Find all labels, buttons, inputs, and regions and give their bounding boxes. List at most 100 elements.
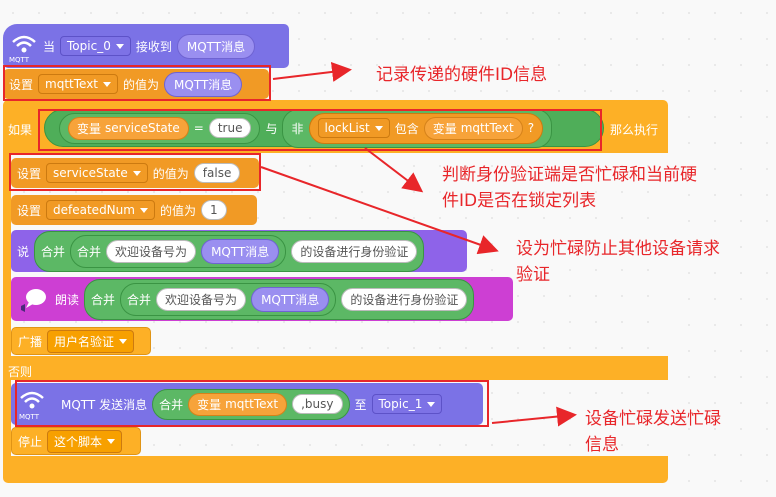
verify-input[interactable]: 的设备进行身份验证 [341, 287, 468, 311]
topic-dropdown[interactable]: Topic_0 [60, 36, 131, 56]
if-label: 如果 [8, 123, 33, 137]
mqtt-hat-block[interactable]: MQTT 当 Topic_0 接收到 MQTT消息 [3, 24, 289, 68]
not-operator[interactable]: 非 lockList 包含 变量 mqttText ? [282, 108, 553, 148]
variable-label: 变量 [197, 397, 222, 412]
broadcast-block[interactable]: 广播 用户名验证 [11, 327, 151, 355]
variable-name: defeatedNum [53, 203, 135, 217]
annotation-note-2: 判断身份验证端是否忙碌和当前硬 件ID是否在锁定列表 [442, 162, 697, 214]
mqtt-message-reporter[interactable]: MQTT消息 [164, 71, 243, 97]
not-label: 非 [291, 121, 304, 136]
topic-value: Topic_1 [378, 397, 423, 411]
contains-label: 包含 [394, 121, 419, 136]
say-block[interactable]: 说 合并 合并 欢迎设备号为 MQTT消息 的设备进行身份验证 [11, 230, 467, 272]
equals-operator[interactable]: 变量 serviceState = true [59, 112, 261, 144]
variable-name: mqttText [45, 77, 99, 91]
mqtt-message-reporter[interactable]: MQTT消息 [251, 286, 330, 312]
and-label: 与 [265, 121, 278, 136]
variable-dropdown[interactable]: mqttText [38, 74, 119, 94]
verify-input[interactable]: 的设备进行身份验证 [291, 239, 418, 263]
message-value: 用户名验证 [54, 334, 115, 349]
join-label: 合并 [41, 244, 66, 259]
question-mark: ? [527, 121, 535, 135]
broadcast-label: 广播 [18, 334, 43, 349]
set-mqtttext-block[interactable]: 设置 mqttText 的值为 MQTT消息 [3, 69, 269, 99]
say-label: 说 [17, 244, 30, 259]
annotation-note-1: 记录传递的硬件ID信息 [376, 62, 547, 88]
join-label: 合并 [127, 292, 152, 307]
highlight-box-set-mqtttext [3, 65, 271, 101]
join-operator[interactable]: 合并 合并 欢迎设备号为 MQTT消息 的设备进行身份验证 [84, 278, 475, 320]
annotation-text: 验证 [516, 265, 550, 285]
speech-icon [19, 286, 49, 314]
variable-name: serviceState [105, 121, 180, 135]
annotation-text: 记录传递的硬件ID信息 [376, 65, 548, 85]
wifi-icon [17, 387, 47, 415]
set-servicestate-block[interactable]: 设置 serviceState 的值为 false [11, 158, 259, 188]
topic-dropdown[interactable]: Topic_1 [371, 394, 443, 414]
list-dropdown[interactable]: lockList [317, 118, 390, 138]
read-label: 朗读 [55, 292, 80, 307]
value-input[interactable]: false [193, 163, 241, 183]
chevron-down-icon [115, 43, 124, 49]
wifi-icon [9, 30, 39, 60]
annotation-text: 信息 [585, 435, 619, 455]
chevron-down-icon [374, 125, 383, 131]
arrow-3 [260, 166, 499, 255]
welcome-input[interactable]: 欢迎设备号为 [156, 287, 247, 311]
then-label: 那么执行 [610, 123, 659, 137]
service-state-reporter[interactable]: 变量 serviceState [68, 116, 189, 140]
variable-dropdown[interactable]: serviceState [46, 163, 148, 183]
mqtt-message-reporter[interactable]: MQTT消息 [201, 238, 280, 264]
annotation-text: 设为忙碌防止其他设备请求 [516, 239, 720, 259]
stop-label: 停止 [18, 434, 43, 449]
variable-name: mqttText [460, 121, 514, 135]
to-label: 至 [354, 397, 367, 412]
annotation-note-4: 设备忙碌发送忙碌 信息 [585, 406, 721, 458]
value-input[interactable]: 1 [200, 200, 227, 220]
welcome-input[interactable]: 欢迎设备号为 [106, 239, 197, 263]
set-label: 设置 [17, 203, 42, 218]
busy-input[interactable]: ,busy [292, 394, 343, 414]
value-is-label: 的值为 [152, 166, 189, 181]
join-label: 合并 [159, 397, 184, 412]
mqtttext-reporter[interactable]: 变量 mqttText [423, 116, 523, 140]
join-label: 合并 [91, 292, 116, 307]
mqtttext-reporter[interactable]: 变量 mqttText [188, 392, 288, 416]
chevron-down-icon [107, 438, 116, 444]
join-operator-inner[interactable]: 合并 欢迎设备号为 MQTT消息 [120, 282, 337, 316]
true-input[interactable]: true [208, 118, 252, 138]
join-operator[interactable]: 合并 合并 欢迎设备号为 MQTT消息 的设备进行身份验证 [34, 230, 425, 272]
value-is-label: 的值为 [123, 77, 160, 92]
variable-label: 变量 [432, 121, 457, 136]
annotation-note-3: 设为忙碌防止其他设备请求 验证 [516, 236, 720, 288]
list-contains-operator[interactable]: lockList 包含 变量 mqttText ? [308, 112, 544, 144]
join-label: 合并 [77, 244, 102, 259]
equals-sign: = [193, 121, 204, 135]
annotation-text: 设备忙碌发送忙碌 [585, 409, 721, 429]
arrow-4 [491, 406, 577, 427]
stop-block[interactable]: 停止 这个脚本 [11, 427, 141, 455]
else-label: 否则 [8, 365, 33, 379]
highlight-box-condition [38, 109, 602, 151]
mqtt-message-reporter[interactable]: MQTT消息 [176, 33, 256, 59]
annotation-text: 件ID是否在锁定列表 [442, 191, 597, 211]
variable-dropdown[interactable]: defeatedNum [46, 200, 155, 220]
set-label: 设置 [17, 166, 42, 181]
join-operator-inner[interactable]: 合并 欢迎设备号为 MQTT消息 [70, 234, 287, 268]
message-dropdown[interactable]: 用户名验证 [47, 329, 135, 353]
variable-name: serviceState [53, 166, 128, 180]
send-label: MQTT 发送消息 [61, 397, 148, 412]
arrow-2 [364, 147, 424, 193]
highlight-box-mqtt-send [15, 380, 489, 427]
mqtt-send-block[interactable]: MQTT MQTT 发送消息 合并 变量 mqttText ,busy 至 To… [11, 383, 483, 425]
variable-label: 变量 [77, 121, 102, 136]
join-operator[interactable]: 合并 变量 mqttText ,busy [152, 388, 350, 420]
stop-dropdown[interactable]: 这个脚本 [47, 429, 123, 453]
chevron-down-icon [103, 81, 112, 87]
chevron-down-icon [132, 170, 141, 176]
set-defeatednum-block[interactable]: 设置 defeatedNum 的值为 1 [11, 195, 257, 225]
mqtt-icon-label: MQTT [9, 56, 29, 64]
read-aloud-block[interactable]: 朗读 合并 合并 欢迎设备号为 MQTT消息 的设备进行身份验证 [11, 277, 513, 321]
stop-value: 这个脚本 [54, 434, 103, 449]
